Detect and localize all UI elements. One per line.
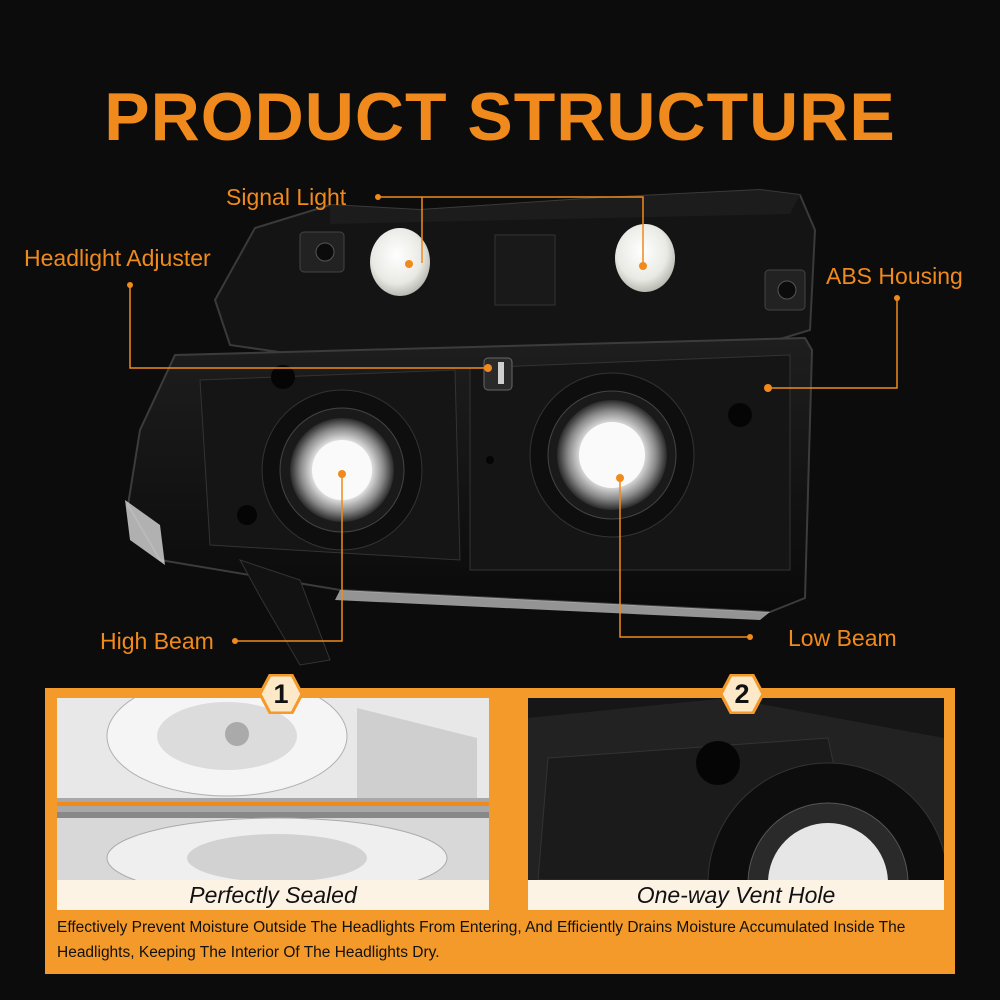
- signal-bulb-right: [615, 224, 675, 292]
- headlight-image: [125, 188, 900, 666]
- caption-one-way-vent-hole: One-way Vent Hole: [528, 880, 944, 910]
- feature-panel: Perfectly Sealed 1 One-way Vent Hole 2 E…: [45, 673, 955, 974]
- vent-hole-photo: [528, 698, 944, 880]
- label-abs-housing: ABS Housing: [826, 263, 963, 289]
- label-high-beam: High Beam: [100, 628, 214, 654]
- label-signal-light: Signal Light: [226, 184, 347, 210]
- label-headlight-adjuster: Headlight Adjuster: [24, 245, 211, 271]
- label-low-beam: Low Beam: [788, 625, 897, 651]
- caption-perfectly-sealed: Perfectly Sealed: [57, 880, 489, 910]
- sealed-photo: [57, 698, 489, 880]
- feature-description: Effectively Prevent Moisture Outside The…: [57, 919, 906, 961]
- feature-1-badge: 1: [258, 673, 304, 715]
- page-title: PRODUCT STRUCTURE: [104, 79, 896, 155]
- feature-2-badge: 2: [719, 673, 765, 715]
- signal-bulb-left: [370, 228, 430, 296]
